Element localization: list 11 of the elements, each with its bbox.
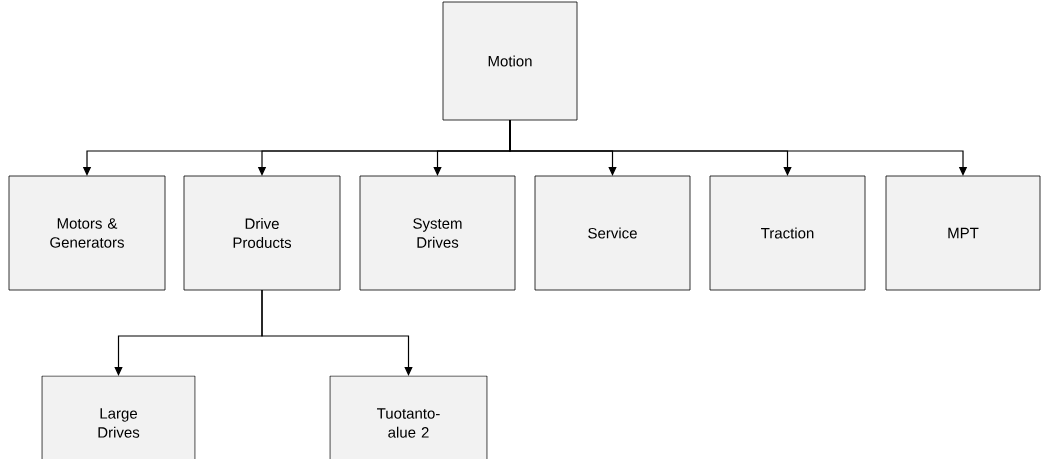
box: Service <box>534 175 691 291</box>
box: Traction <box>709 175 866 291</box>
box: Motors & Generators <box>8 175 166 291</box>
arrow <box>509 119 968 176</box>
box: Large Drives <box>41 375 196 459</box>
arrow <box>261 289 413 376</box>
box: MPT <box>885 175 1041 291</box>
box: Motion <box>442 1 578 121</box>
box: System Drives <box>359 175 516 291</box>
box: Drive Products <box>183 175 341 291</box>
box: Tuotanto-alue 2 <box>329 375 488 459</box>
